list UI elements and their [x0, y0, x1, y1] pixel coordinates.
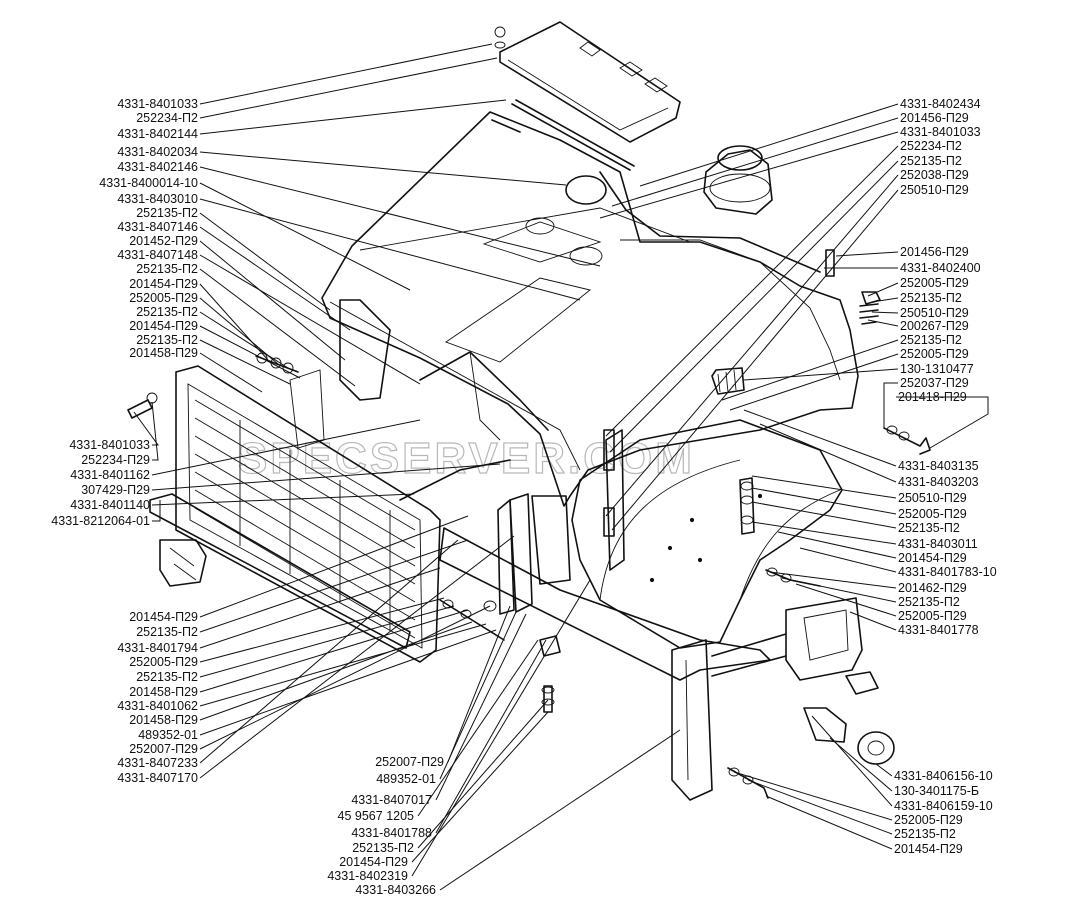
part-label: 200267-П29: [900, 319, 969, 333]
part-label: 252135-П2: [136, 262, 198, 276]
part-label: 252135-П2: [900, 154, 962, 168]
part-label: 201458-П29: [129, 685, 198, 699]
part-label: 4331-8401794: [117, 641, 198, 655]
part-label: 252007-П29: [375, 755, 444, 769]
part-label: 252005-П29: [898, 609, 967, 623]
part-label: 201458-П29: [129, 713, 198, 727]
part-label: 4331-8407148: [117, 248, 198, 262]
labels-right-middle: 201456-П29 4331-8402400 252005-П29 25213…: [898, 245, 981, 404]
part-label: 201456-П29: [900, 245, 969, 259]
part-label: 45 9567 1205: [338, 809, 415, 823]
part-label: 4331-8402034: [117, 145, 198, 159]
part-label: 252135-П2: [898, 521, 960, 535]
part-label: 201452-П29: [129, 234, 198, 248]
part-label: 4331-8407233: [117, 756, 198, 770]
part-label: 252135-П2: [136, 206, 198, 220]
part-label: 307429-П29: [81, 483, 150, 497]
part-label: 4331-8402319: [327, 869, 408, 883]
part-label: 4331-8403010: [117, 192, 198, 206]
part-label: 252005-П29: [898, 507, 967, 521]
part-label: 4331-8402400: [900, 261, 981, 275]
part-label: 252135-П2: [136, 670, 198, 684]
labels-left-middle: 4331-8401033 252234-П29 4331-8401162 307…: [51, 438, 150, 528]
part-label: 4331-8400014-10: [99, 176, 198, 190]
labels-bottom-center: 252007-П29 489352-01 4331-8407017 45 956…: [327, 755, 444, 897]
part-label: 201454-П29: [129, 277, 198, 291]
part-label: 4331-8402434: [900, 97, 981, 111]
part-label: 4331-8401033: [69, 438, 150, 452]
part-label: 4331-8401140: [70, 498, 150, 512]
part-label: 252135-П2: [894, 827, 956, 841]
part-label: 252135-П2: [136, 305, 198, 319]
part-label: 252005-П29: [894, 813, 963, 827]
part-label: 489352-01: [376, 772, 436, 786]
part-label: 201458-П29: [129, 346, 198, 360]
part-label: 4331-8401033: [117, 97, 198, 111]
part-label: 4331-8401783-10: [898, 565, 997, 579]
part-label: 4331-8407170: [117, 771, 198, 785]
labels-right-lower: 4331-8403135 4331-8403203 250510-П29 252…: [898, 459, 997, 637]
part-label: 252038-П29: [900, 168, 969, 182]
part-label: 252135-П2: [900, 333, 962, 347]
fender: [571, 419, 843, 649]
part-label: 252135-П2: [898, 595, 960, 609]
part-label: 201418-П29: [898, 390, 967, 404]
part-label: 252135-П2: [136, 333, 198, 347]
part-label: 201456-П29: [900, 111, 969, 125]
part-label: 4331-8212064-01: [51, 514, 150, 528]
part-label: 4331-8402144: [117, 127, 198, 141]
part-label: 489352-01: [138, 728, 198, 742]
part-label: 252037-П29: [900, 376, 969, 390]
part-label: 252005-П29: [900, 347, 969, 361]
part-label: 252007-П29: [129, 742, 198, 756]
part-label: 201454-П29: [894, 842, 963, 856]
part-label: 252005-П29: [129, 655, 198, 669]
labels-left-upper: 4331-8401033 252234-П2 4331-8402144 4331…: [99, 97, 198, 360]
watermark: SPECSERVER.COM: [238, 434, 695, 483]
part-label: 4331-8406156-10: [894, 769, 993, 783]
labels-left-lower: 201454-П29 252135-П2 4331-8401794 252005…: [117, 610, 198, 785]
part-label: 201454-П29: [898, 551, 967, 565]
labels-right-bottom: 4331-8406156-10 130-3401175-Б 4331-84061…: [894, 769, 993, 856]
part-label: 4331-8403011: [898, 537, 978, 551]
part-label: 4331-8402146: [117, 160, 198, 174]
part-label: 250510-П29: [898, 491, 967, 505]
part-label: 250510-П29: [900, 306, 969, 320]
mounting-frame: [289, 299, 863, 801]
part-label: 252135-П2: [900, 291, 962, 305]
part-label: 130-3401175-Б: [894, 784, 979, 798]
part-label: 4331-8403203: [898, 475, 979, 489]
part-label: 201462-П29: [898, 581, 967, 595]
part-label: 252234-П29: [81, 453, 150, 467]
part-label: 252234-П2: [900, 139, 962, 153]
part-label: 252234-П2: [136, 111, 198, 125]
part-label: 4331-8401778: [898, 623, 979, 637]
top-cover: [494, 21, 681, 171]
part-label: 201454-П29: [339, 855, 408, 869]
leader-lines: [133, 43, 989, 891]
part-label: 4331-8407146: [117, 220, 198, 234]
part-label: 252005-П29: [129, 291, 198, 305]
part-label: 252005-П29: [900, 276, 969, 290]
part-label: 252135-П2: [136, 625, 198, 639]
hood-body: [321, 111, 859, 507]
part-label: 4331-8406159-10: [894, 799, 993, 813]
parts-drawing: [127, 21, 931, 801]
part-label: 201454-П29: [129, 610, 198, 624]
air-intake: [703, 145, 773, 215]
labels-right-upper: 4331-8402434 201456-П29 4331-8401033 252…: [900, 97, 981, 197]
part-label: 250510-П29: [900, 183, 969, 197]
part-label: 252135-П2: [352, 841, 414, 855]
part-label: 4331-8403135: [898, 459, 979, 473]
part-label: 4331-8401788: [351, 826, 432, 840]
part-label: 4331-8407017: [351, 793, 432, 807]
part-label: 130-1310477: [900, 362, 974, 376]
part-label: 4331-8403266: [355, 883, 436, 897]
part-label: 4331-8401162: [70, 468, 150, 482]
part-label: 4331-8401033: [900, 125, 981, 139]
part-label: 201454-П29: [129, 319, 198, 333]
part-label: 4331-8401062: [117, 699, 198, 713]
